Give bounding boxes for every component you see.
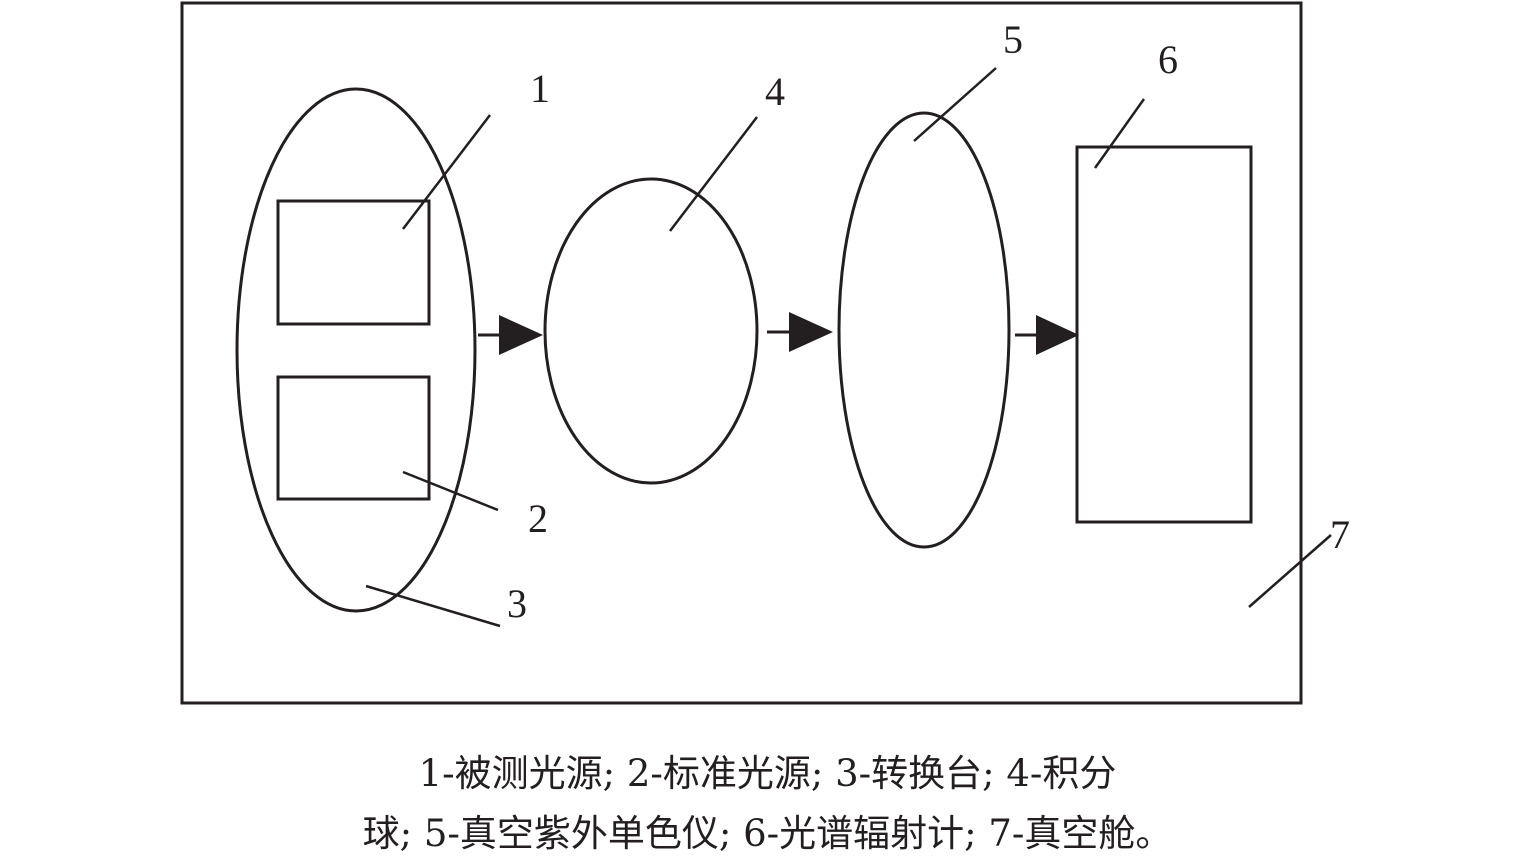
leader-line-6 [1093, 98, 1146, 169]
standard-source-box [276, 375, 431, 501]
spectroradiometer-box [1075, 145, 1253, 524]
vacuum-chamber-box [180, 1, 1303, 705]
leader-line-2 [402, 470, 499, 512]
turntable-ellipse [235, 87, 477, 613]
leader-line-4 [669, 116, 758, 232]
label-3: 3 [507, 581, 527, 626]
label-6: 6 [1158, 37, 1178, 82]
label-4: 4 [765, 69, 785, 114]
label-7: 7 [1330, 512, 1350, 557]
label-2: 2 [528, 496, 548, 541]
leader-line-1 [402, 114, 491, 230]
arrow-sphere-to-monochromator [767, 312, 833, 352]
leader-line-5 [913, 67, 997, 142]
leader-line-3 [365, 584, 501, 628]
label-1: 1 [530, 66, 550, 111]
arrow-turntable-to-sphere [478, 315, 543, 355]
caption-line-1: 1-被测光源; 2-标准光源; 3-转换台; 4-积分 [418, 752, 1117, 795]
measured-source-box [276, 199, 431, 326]
arrow-monochromator-to-spectroradiometer [1015, 315, 1079, 355]
vuv-monochromator-ellipse [837, 111, 1011, 549]
leader-line-7 [1248, 534, 1332, 608]
integrating-sphere-ellipse [543, 177, 759, 485]
label-5: 5 [1003, 17, 1023, 62]
caption-line-2: 球; 5-真空紫外单色仪; 6-光谱辐射计; 7-真空舱。 [362, 812, 1173, 855]
